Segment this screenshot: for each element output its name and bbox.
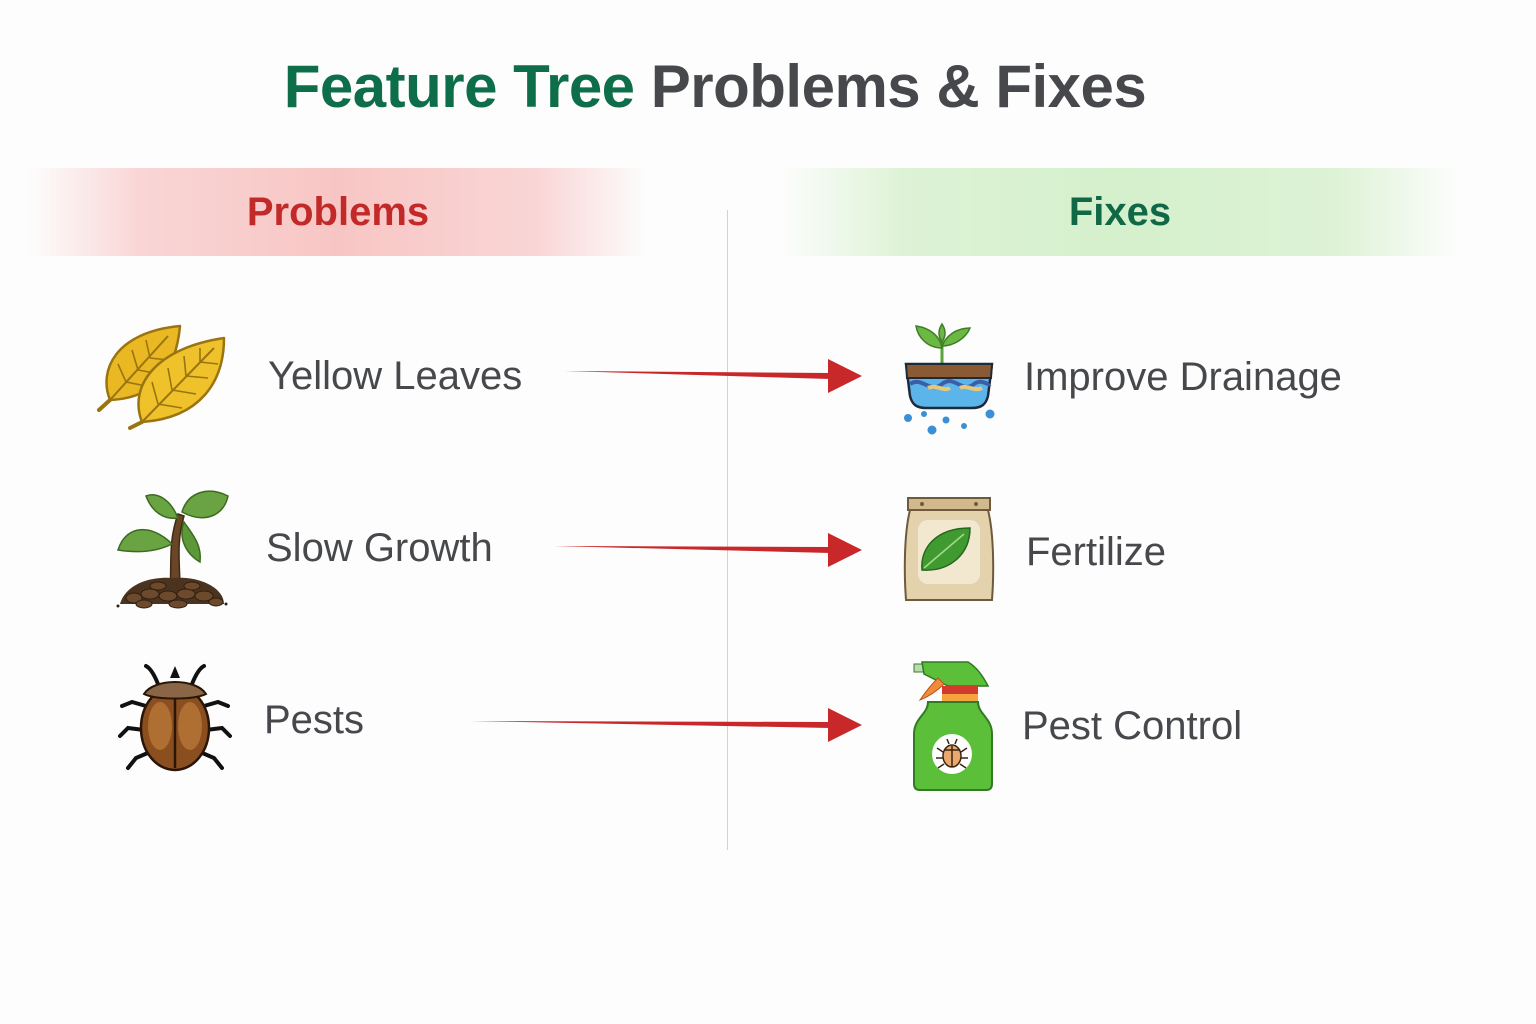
- arrow-right-icon: [554, 533, 862, 567]
- fix-label: Fertilize: [1026, 530, 1167, 574]
- column-divider: [727, 210, 728, 850]
- problems-column-header: Problems: [28, 168, 648, 256]
- fertilizer-bag-icon: [903, 497, 995, 601]
- arrow-right-icon: [564, 359, 862, 393]
- fixes-column-header: Fixes: [780, 168, 1460, 256]
- title-problems-fixes: Problems & Fixes: [650, 53, 1147, 120]
- sapling-soil-icon: [116, 490, 229, 609]
- fixes-header-label: Fixes: [1068, 189, 1172, 234]
- problem-label: Slow Growth: [266, 526, 493, 570]
- problem-label: Pests: [264, 698, 365, 742]
- title-feature-tree: Feature Tree: [283, 53, 635, 120]
- problem-label: Yellow Leaves: [268, 354, 523, 398]
- spray-bottle-icon: [913, 661, 993, 791]
- arrow-right-icon: [470, 708, 862, 742]
- fix-label: Improve Drainage: [1024, 355, 1342, 399]
- page-title: Feature Tree Problems & Fixes: [0, 52, 1430, 121]
- drainage-pot-icon: [904, 322, 995, 435]
- beetle-icon: [118, 664, 232, 772]
- yellow-leaves-icon: [97, 324, 226, 430]
- fix-label: Pest Control: [1022, 704, 1243, 748]
- problems-header-label: Problems: [246, 189, 430, 234]
